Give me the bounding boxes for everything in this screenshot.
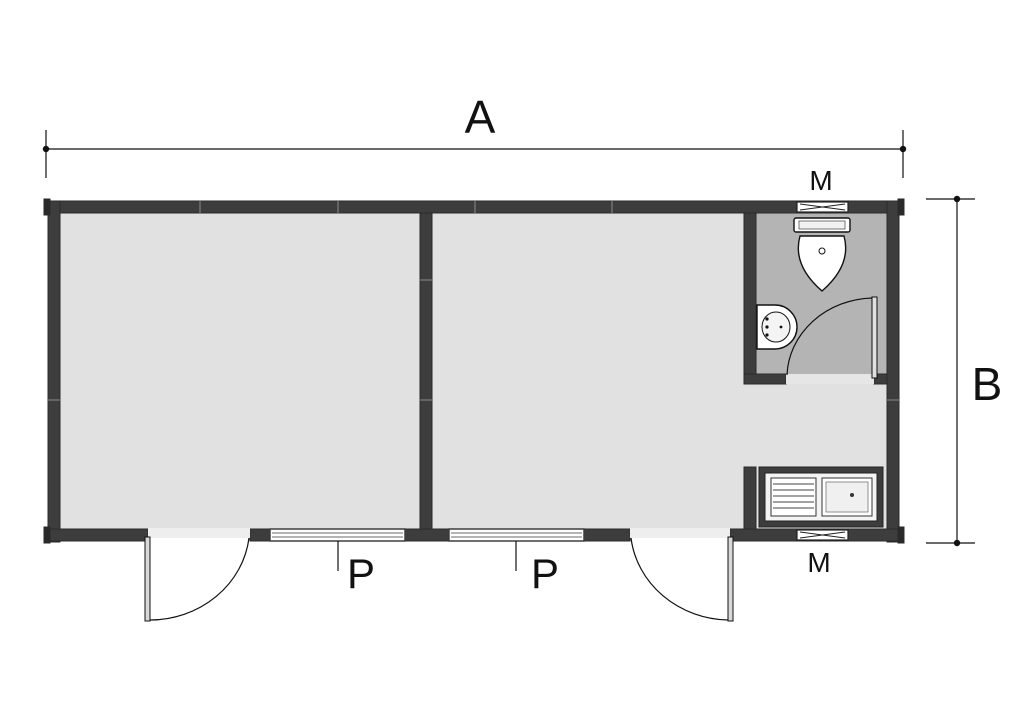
window-p-2 (448, 528, 585, 571)
wall-right (886, 200, 900, 543)
wall-bottom-mid-1 (249, 528, 271, 542)
wall-bottom-mid-3 (583, 528, 631, 542)
corner-post-bottom-right (897, 526, 905, 544)
corner-post-top-right (897, 198, 905, 216)
door-entrance-left (144, 528, 250, 622)
wall-top (45, 200, 903, 214)
door-entrance-right (630, 528, 734, 622)
kitchen-sink-icon (758, 466, 884, 528)
door-bathroom (786, 296, 878, 384)
dimension-label-a: A (465, 91, 496, 143)
corner-post-bottom-left (43, 526, 51, 544)
window-label-p-2: P (531, 550, 559, 597)
washbasin-icon (756, 304, 798, 350)
corner-post-top-left (43, 198, 51, 216)
wall-bathroom-vertical (743, 212, 757, 385)
window-label-m-bottom: M (807, 547, 830, 578)
wall-bottom-mid-2 (404, 528, 450, 542)
toilet-icon (793, 217, 851, 292)
window-p-1 (269, 528, 406, 571)
window-label-p-1: P (347, 550, 375, 597)
dimension-label-b: B (972, 358, 1003, 410)
wall-kitchen-stub (743, 466, 757, 530)
dimension-width (42, 130, 907, 178)
wall-left (47, 200, 61, 543)
wall-partition-center (419, 212, 433, 530)
wall-bottom-left (45, 528, 149, 542)
dimension-depth (926, 195, 975, 547)
window-m-top (796, 201, 849, 213)
window-label-m-top: M (809, 165, 832, 196)
window-m-bottom (796, 529, 849, 541)
wall-bathroom-bottom-left (743, 373, 787, 385)
floor-room-left (60, 213, 420, 529)
wall-seams (48, 201, 899, 401)
